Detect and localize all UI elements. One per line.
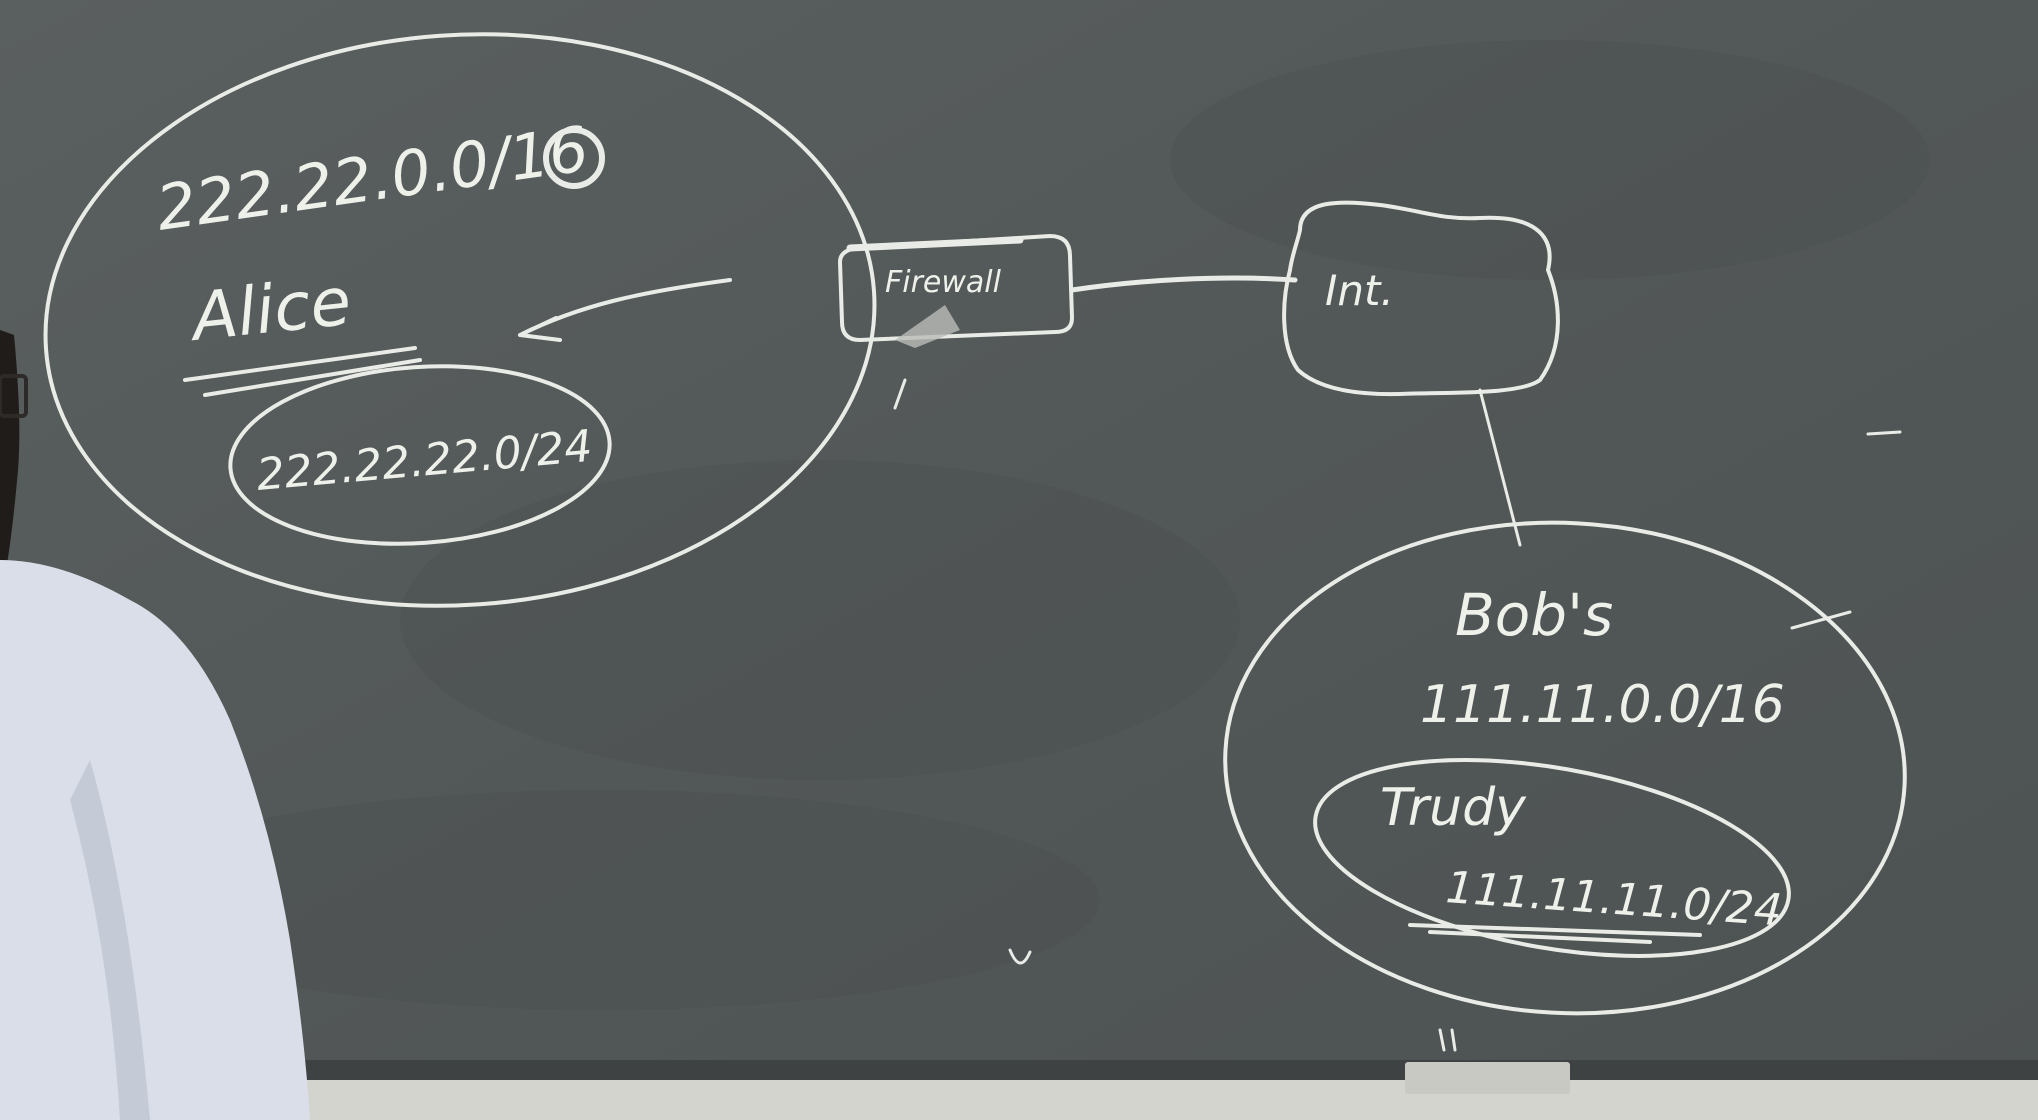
person-shirt-fold [70, 760, 150, 1120]
eraser-smudge [400, 460, 1240, 780]
eraser [1405, 1062, 1570, 1094]
internet-label: Int. [1325, 266, 1394, 315]
firewall-tick [893, 378, 907, 410]
person-shirt [0, 560, 310, 1120]
alice-underline [183, 346, 422, 397]
person-hair [0, 330, 20, 600]
alice-network-ellipse [43, 32, 877, 608]
firewall-box [838, 234, 1074, 342]
bob-tick-mark [1790, 610, 1852, 630]
firewall-label: Firewall [885, 265, 1002, 300]
trudy-label: Trudy [1380, 778, 1527, 838]
internet-bob-link [1478, 388, 1522, 547]
bob-network-address: 111.11.0.0/16 [1420, 675, 1785, 735]
eraser-smudge [1170, 40, 1930, 280]
person-glasses [0, 374, 28, 418]
trudy-underline [1408, 923, 1702, 944]
firewall-internet-link [1069, 275, 1298, 293]
eraser-smudge [100, 790, 1100, 1010]
alice-label: Alice [185, 263, 355, 357]
stray-chalk-mark [1866, 430, 1902, 436]
stray-chalk-mark [1008, 948, 1032, 965]
trudy-subnet-ellipse [1313, 758, 1791, 958]
chalk-tray [300, 1080, 2038, 1120]
bob-network-ellipse [1223, 520, 1907, 1016]
firewall-chalk-smear [895, 305, 960, 348]
alice-pointer-arrow [518, 278, 732, 342]
alice-subnet-ellipse [228, 364, 612, 546]
person-partial [0, 330, 310, 1120]
bob-label: Bob's [1455, 581, 1613, 649]
internet-cloud [1282, 200, 1560, 397]
stray-chalk-mark [1438, 1028, 1457, 1052]
firewall-top-stroke [846, 236, 1024, 252]
circled-digit-mark [543, 127, 605, 189]
